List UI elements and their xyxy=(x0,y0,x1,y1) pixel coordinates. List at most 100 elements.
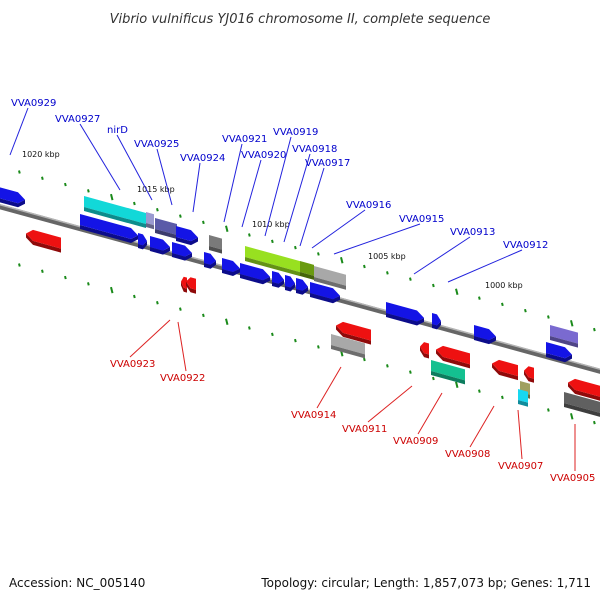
gene-vva0921-cds-side xyxy=(209,246,222,254)
gene-vva0915[interactable] xyxy=(386,302,424,326)
scale-tick xyxy=(179,307,182,311)
gene-label-vva0916[interactable]: VVA0916 xyxy=(346,200,391,211)
scale-tick xyxy=(340,256,344,264)
gene-vva0919-cds[interactable] xyxy=(245,246,300,277)
gene-label-vva0915[interactable]: VVA0915 xyxy=(399,214,444,225)
gene-label-vva0921[interactable]: VVA0921 xyxy=(222,134,267,145)
leader-line xyxy=(283,153,311,243)
label-leaders xyxy=(9,107,576,471)
gene-vva0917-cds[interactable] xyxy=(314,266,346,290)
gene-vva0926-face xyxy=(150,236,170,251)
gene-vva0916-side xyxy=(310,293,340,304)
scale-tick xyxy=(110,286,114,294)
gene-vva0914-cds[interactable] xyxy=(331,334,365,359)
gene-vva0907b-cds-face xyxy=(518,389,528,403)
scale-tick xyxy=(455,288,459,296)
scale-tick xyxy=(294,245,297,250)
gene-vva0914[interactable] xyxy=(336,321,371,345)
gene-vva0920b[interactable] xyxy=(222,258,240,277)
scale-tick xyxy=(570,320,574,327)
gene-label-vva0924[interactable]: VVA0924 xyxy=(180,153,225,164)
gene-vva0921-cds[interactable] xyxy=(209,235,222,254)
gene-vva0908[interactable] xyxy=(492,359,518,381)
gene-vva0923-side xyxy=(181,281,187,293)
gene-vva0916[interactable] xyxy=(310,282,340,304)
scale-tick xyxy=(593,420,596,425)
gene-label-vva0925[interactable]: VVA0925 xyxy=(134,139,179,150)
gene-label-vva0909[interactable]: VVA0909 xyxy=(393,436,438,447)
gene-small-a-side xyxy=(138,240,147,250)
gene-label-vva0919[interactable]: VVA0919 xyxy=(273,127,318,138)
gene-label-vva0920[interactable]: VVA0920 xyxy=(241,150,286,161)
gene-label-vva0922[interactable]: VVA0922 xyxy=(160,373,205,384)
scale-tick xyxy=(570,413,574,420)
gene-label-vva0912[interactable]: VVA0912 xyxy=(503,240,548,251)
gene-vva0916b[interactable] xyxy=(296,278,308,295)
gene-vva0926[interactable] xyxy=(150,236,170,255)
gene-rev-left[interactable] xyxy=(26,229,61,253)
gene-nird-cds[interactable] xyxy=(146,212,154,230)
gene-vva0925-cds-face xyxy=(155,218,177,236)
leader-line xyxy=(156,148,173,206)
leader-line xyxy=(116,134,153,201)
gene-vva0905-cds-face xyxy=(564,392,600,413)
gene-vva0913[interactable] xyxy=(432,313,441,330)
gene-vva0922[interactable] xyxy=(186,277,196,294)
scale-tick xyxy=(409,277,412,281)
gene-vva0921b-face xyxy=(204,252,216,265)
gene-vva0921b[interactable] xyxy=(204,252,216,269)
gene-vva0907b-cds[interactable] xyxy=(518,389,528,407)
gene-vva0927-face xyxy=(80,214,138,239)
scale-label-1005: 1005 kbp xyxy=(368,252,406,261)
scale-tick xyxy=(317,252,320,256)
gene-vva0919-cds-side xyxy=(245,257,300,277)
gene-vva0919b[interactable] xyxy=(240,263,270,285)
gene-vva0910-cds[interactable] xyxy=(550,325,578,348)
gene-label-vva0927[interactable]: VVA0927 xyxy=(55,114,100,125)
gene-vva0924-face xyxy=(176,226,198,242)
gene-small-a[interactable] xyxy=(138,233,147,250)
gene-label-vva0918[interactable]: VVA0918 xyxy=(292,144,337,155)
gene-vva0923[interactable] xyxy=(181,276,187,293)
gene-label-vva0913[interactable]: VVA0913 xyxy=(450,227,495,238)
gene-vva0909-cds[interactable] xyxy=(431,360,465,385)
gene-vva0910b[interactable] xyxy=(546,342,572,363)
gene-nird-cds-side xyxy=(146,223,154,230)
gene-vva0929-side xyxy=(0,198,25,208)
gene-label-vva0914[interactable]: VVA0914 xyxy=(291,410,336,421)
gene-vva0912[interactable] xyxy=(474,325,496,345)
scale-label-1015: 1015 kbp xyxy=(137,185,175,194)
gene-vva0919b-face xyxy=(240,263,270,281)
scale-tick xyxy=(478,389,481,393)
gene-vva0909[interactable] xyxy=(436,345,470,369)
gene-label-vva0917[interactable]: VVA0917 xyxy=(305,158,350,169)
gene-vva0924b[interactable] xyxy=(172,242,192,261)
gene-vva0905[interactable] xyxy=(568,378,600,403)
gene-vva0905-cds[interactable] xyxy=(564,392,600,418)
leader-line xyxy=(413,236,471,275)
gene-vva0929[interactable] xyxy=(0,186,25,208)
gene-vva0911[interactable] xyxy=(420,342,429,359)
gene-vva0918b[interactable] xyxy=(272,271,284,288)
gene-vva0927[interactable] xyxy=(80,214,138,243)
gene-label-vva0911[interactable]: VVA0911 xyxy=(342,424,387,435)
gene-label-vva0905[interactable]: VVA0905 xyxy=(550,473,595,484)
gene-vva0918-cds[interactable] xyxy=(300,261,314,280)
gene-vva0907b-cds-side xyxy=(518,400,528,407)
gene-label-nird[interactable]: nirD xyxy=(107,125,128,136)
gene-label-vva0923[interactable]: VVA0923 xyxy=(110,359,155,370)
gene-vva0924[interactable] xyxy=(176,226,198,246)
gene-features xyxy=(0,186,600,418)
scale-tick xyxy=(248,326,251,330)
gene-vva0925-cds[interactable] xyxy=(155,218,177,240)
gene-label-vva0908[interactable]: VVA0908 xyxy=(445,449,490,460)
scale-tick xyxy=(478,296,481,300)
gene-vva0924b-side xyxy=(172,252,192,261)
gene-vva0927-cds[interactable] xyxy=(84,196,146,228)
gene-vva0917b[interactable] xyxy=(285,275,295,292)
gene-vva0907[interactable] xyxy=(524,366,534,383)
gene-label-vva0907[interactable]: VVA0907 xyxy=(498,461,543,472)
leader-line xyxy=(9,107,29,156)
gene-label-vva0929[interactable]: VVA0929 xyxy=(11,98,56,109)
